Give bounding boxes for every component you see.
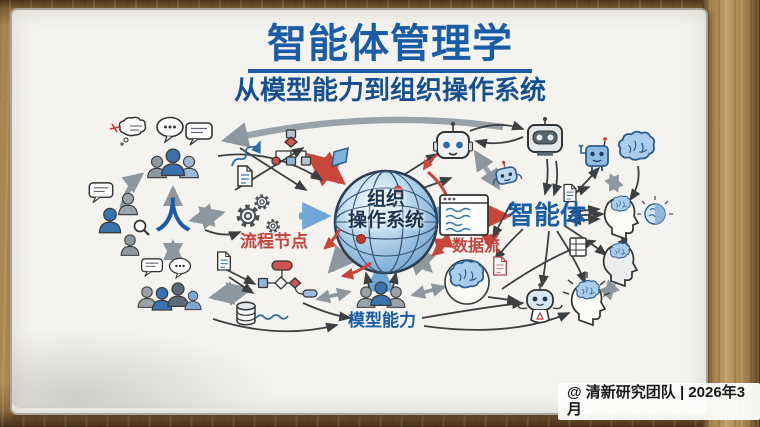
wood-frame-right: [702, 0, 760, 427]
person-icon: [98, 207, 122, 234]
document-icon: [563, 183, 577, 203]
speech-bubble-dots-icon: [156, 116, 184, 143]
agent-label: 智能体: [508, 200, 587, 230]
board-shadow: [12, 330, 272, 408]
speech-bubble-icon: [88, 182, 114, 204]
lightbulb-brain-icon: [636, 195, 674, 225]
data-flow-label: 数据流: [452, 238, 501, 255]
speech-bubble-icon: [185, 122, 213, 146]
robot-visor-icon: [526, 115, 564, 156]
page-subtitle: 从模型能力到组织操作系统: [233, 75, 546, 105]
head-brain-icon: [603, 195, 639, 240]
globe-label-line1: 组织: [366, 189, 405, 210]
table-icon: [569, 237, 587, 257]
flowchart-icon: [271, 129, 312, 166]
document-icon: [237, 165, 253, 187]
process-nodes-label: 流程节点: [240, 232, 308, 251]
document-icon: [217, 251, 231, 271]
globe-label: 组织 操作系统: [336, 189, 436, 232]
small-robot-icon: [488, 157, 523, 187]
robot-head-icon: [517, 282, 563, 324]
people-group-icon: [356, 281, 406, 308]
document-icon: [493, 256, 507, 276]
database-icon: [236, 301, 256, 326]
watermark: @ 清新研究团队 | 2026年3月: [558, 383, 760, 420]
arrow-layer: [109, 116, 641, 333]
gear-icon: [239, 194, 280, 233]
thought-cloud-icon: [118, 116, 147, 146]
page-title: 智能体管理学: [248, 22, 532, 73]
globe-label-line2: 操作系统: [347, 209, 424, 231]
people-group-icon: [147, 148, 199, 179]
brain-icon: [444, 259, 490, 305]
browser-window-icon: [439, 194, 489, 236]
head-brain-icon: [602, 242, 638, 287]
person-icon: [120, 234, 140, 256]
model-capability-label: 模型能力: [348, 311, 416, 330]
head-brain-icon: [562, 272, 611, 326]
blue-robot-icon: [578, 136, 609, 172]
people-group-icon: [137, 257, 202, 311]
robot-head-icon: [432, 120, 474, 159]
brain-icon: [617, 130, 656, 161]
magnifier-icon: [133, 219, 151, 237]
people-label: 人: [155, 195, 192, 236]
flowchart-icon: [257, 260, 318, 298]
parallelogram-icon: [331, 146, 349, 168]
globe-icon: [333, 169, 439, 275]
